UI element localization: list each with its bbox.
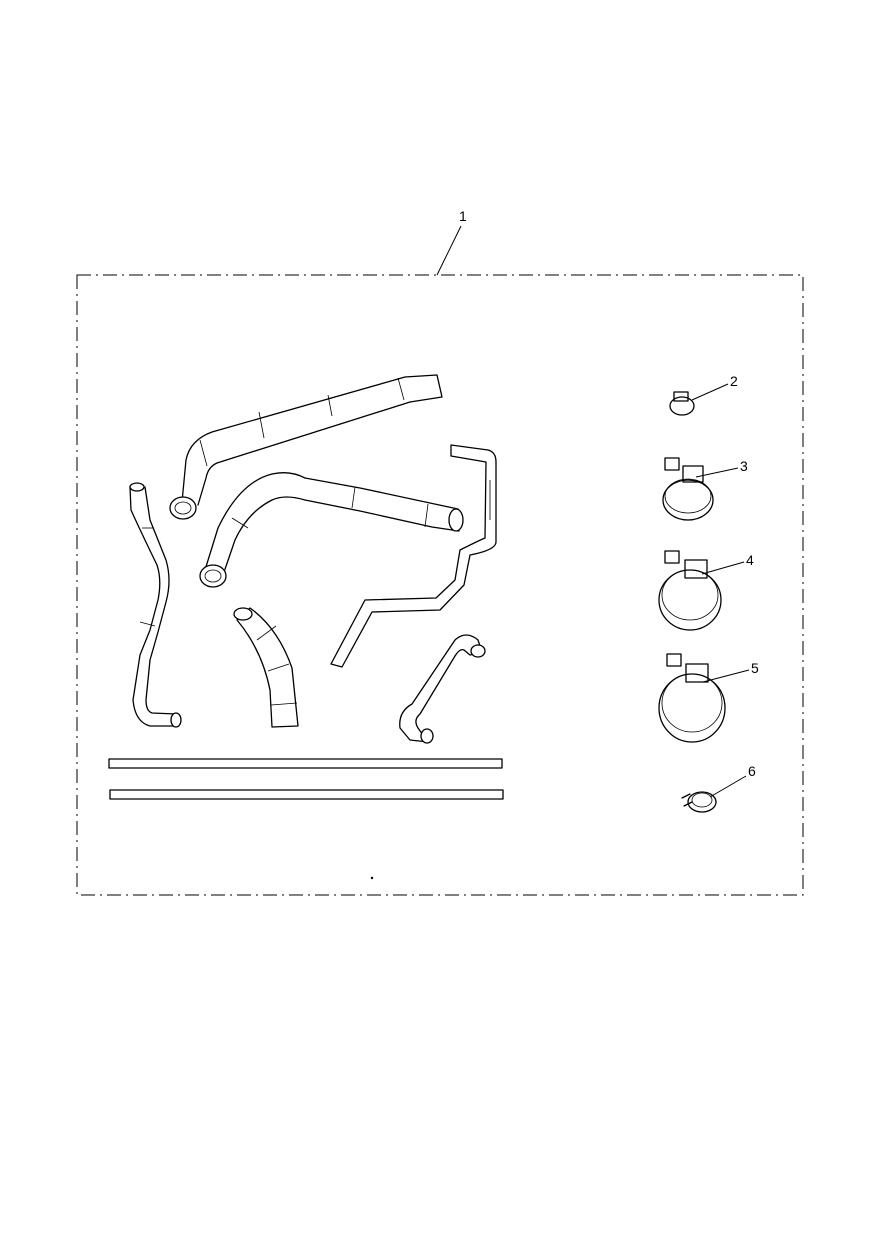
callout-4-label: 4: [746, 552, 754, 568]
callout-2-leader: [691, 383, 729, 401]
kit-boundary: [76, 274, 804, 896]
straight-tube-lower: [109, 789, 504, 800]
callout-5-label: 5: [751, 660, 759, 676]
dot-mark: [370, 876, 374, 880]
hose-top-long: [169, 374, 443, 520]
callout-2-label: 2: [730, 373, 738, 389]
callout-6-label: 6: [748, 763, 756, 779]
hose-left-s: [129, 482, 182, 728]
hose-middle: [199, 472, 464, 588]
callout-1-leader: [436, 225, 462, 276]
callout-3-leader: [695, 467, 739, 478]
hose-clip-medium-part: [662, 457, 714, 521]
callout-5-leader: [702, 669, 750, 683]
callout-3-label: 3: [740, 458, 748, 474]
hose-small-curve: [399, 634, 486, 744]
hose-clip-xlarge-part: [658, 653, 726, 743]
hose-bend-short: [233, 607, 299, 728]
callout-4-leader: [701, 561, 745, 575]
callout-1-label: 1: [459, 208, 467, 224]
straight-tube-upper: [108, 758, 503, 769]
callout-6-leader: [709, 775, 747, 798]
hose-clip-large-part: [658, 550, 722, 631]
clamp-small-part: [669, 391, 695, 416]
spring-clip-part: [681, 791, 717, 813]
hose-bleed-pipe: [330, 444, 497, 668]
